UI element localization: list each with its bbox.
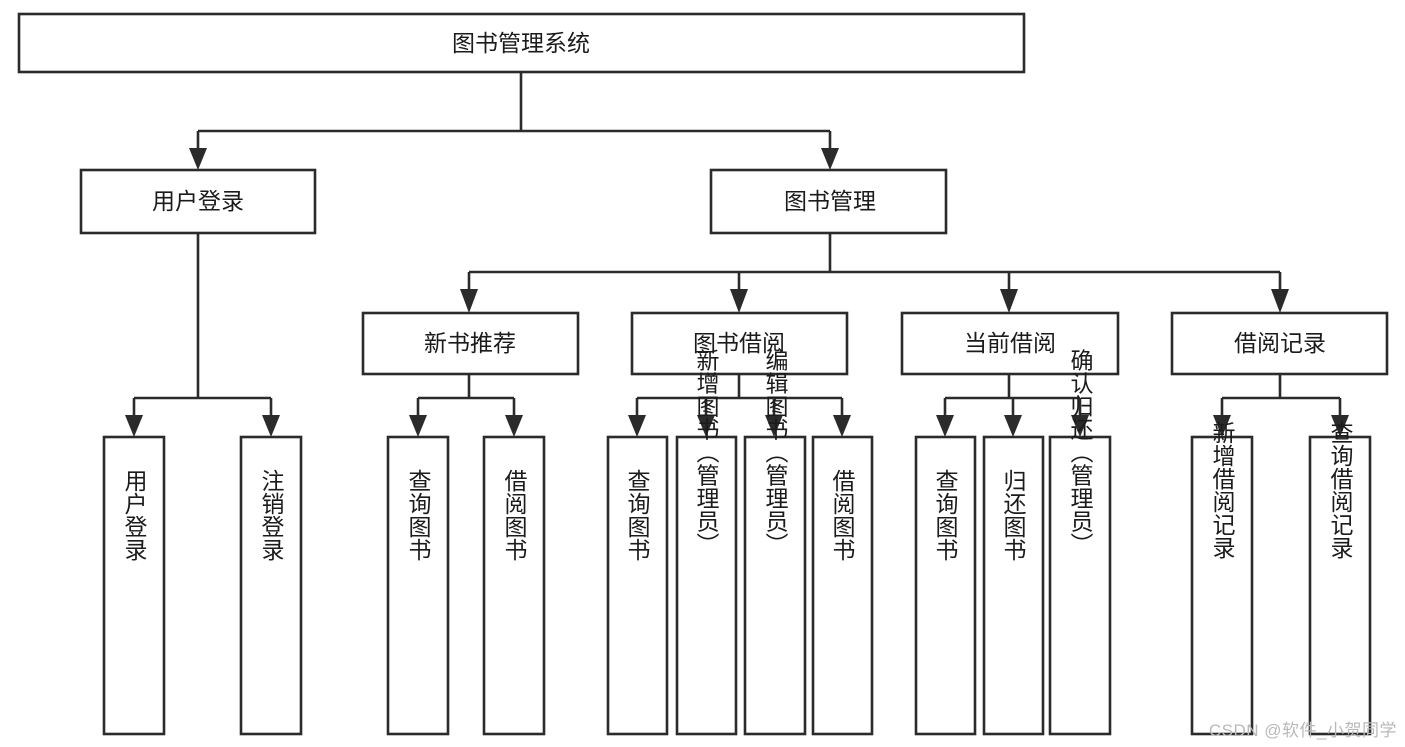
node-root[interactable]: 图书管理系统 [17,12,1026,74]
node-leaf-borrow-book-a-label: 借阅图书 [501,469,528,561]
arrow-to-leaf-borrow-book-b [833,415,851,437]
arrow-to-leaf-borrow-book-a [505,415,523,437]
connector-layer [125,72,1349,437]
arrow-to-leaf-add-book [697,415,715,437]
node-leaf-edit-book[interactable]: 编辑图书（管理员） [743,349,807,736]
node-borrow-record-label: 借阅记录 [1234,330,1326,356]
arrow-to-leaf-confirm-return [1071,415,1089,437]
node-leaf-logout-label: 注销登录 [258,469,285,561]
node-book-manage[interactable]: 图书管理 [709,168,948,235]
node-leaf-query-book-a-label: 查询图书 [405,469,432,561]
arrow-to-borrow-record [1271,289,1289,313]
node-leaf-logout-box[interactable] [239,435,303,736]
node-leaf-query-book-a[interactable]: 查询图书 [386,435,450,736]
node-new-book-rec[interactable]: 新书推荐 [361,311,580,376]
node-leaf-add-record-box[interactable] [1190,435,1254,736]
node-leaf-add-book[interactable]: 新增图书（管理员） [675,349,738,736]
node-root-label: 图书管理系统 [452,30,590,56]
node-leaf-edit-book-label: 编辑图书（管理员） [762,349,789,556]
node-user-login[interactable]: 用户登录 [79,168,317,235]
node-leaf-user-login-label: 用户登录 [121,469,148,561]
arrow-to-leaf-return-book [1004,415,1022,437]
node-leaf-return-book[interactable]: 归还图书 [982,435,1045,736]
node-leaf-query-book-b-box[interactable] [606,435,669,736]
node-book-manage-box[interactable] [709,168,948,235]
node-book-borrow-box[interactable] [630,311,849,376]
arrow-to-leaf-user-login [125,415,143,437]
node-new-book-rec-box[interactable] [361,311,580,376]
arrow-to-leaf-logout [262,415,280,437]
node-user-login-label: 用户登录 [152,188,244,214]
node-book-borrow-label: 图书借阅 [693,330,785,356]
node-leaf-borrow-book-b-box[interactable] [811,435,874,736]
node-leaf-add-record-label: 新增借阅记录 [1209,421,1236,559]
node-root-box[interactable] [17,12,1026,74]
node-leaf-user-login[interactable]: 用户登录 [102,435,166,736]
node-leaf-confirm-return-box[interactable] [1048,435,1112,736]
node-leaf-query-record-box[interactable] [1308,435,1372,736]
arrow-to-current-borrow [1000,289,1018,313]
node-leaf-logout[interactable]: 注销登录 [239,435,303,736]
node-leaf-add-book-box[interactable] [675,435,738,736]
arrow-to-book-manage [821,148,839,170]
node-leaf-query-record-label: 查询借阅记录 [1327,421,1354,559]
arrow-to-book-borrow [730,289,748,313]
arrow-to-leaf-query-book-a [409,415,427,437]
arrow-to-leaf-edit-book [765,415,783,437]
node-leaf-query-record[interactable]: 查询借阅记录 [1308,421,1372,736]
node-leaf-query-book-c-label: 查询图书 [932,469,959,561]
node-borrow-record-box[interactable] [1170,311,1389,376]
node-leaf-query-book-c[interactable]: 查询图书 [914,435,977,736]
arrow-to-user-login [189,148,207,170]
node-leaf-user-login-box[interactable] [102,435,166,736]
node-current-borrow-box[interactable] [900,311,1120,376]
node-leaf-confirm-return-label: 确认归还（管理员） [1067,349,1094,556]
node-book-borrow[interactable]: 图书借阅 [630,311,849,376]
node-leaf-edit-book-box[interactable] [743,435,807,736]
node-user-login-box[interactable] [79,168,317,235]
arrow-to-leaf-add-record [1213,415,1231,437]
node-new-book-rec-label: 新书推荐 [424,330,516,356]
arrow-to-leaf-query-record [1331,415,1349,437]
node-borrow-record[interactable]: 借阅记录 [1170,311,1389,376]
node-leaf-borrow-book-b-label: 借阅图书 [829,469,856,561]
node-leaf-borrow-book-a-box[interactable] [482,435,546,736]
node-leaf-return-book-label: 归还图书 [1000,469,1027,561]
node-leaf-add-record[interactable]: 新增借阅记录 [1190,421,1254,736]
node-leaf-confirm-return[interactable]: 确认归还（管理员） [1048,349,1112,736]
node-leaf-add-book-label: 新增图书（管理员） [693,349,720,556]
node-book-manage-label: 图书管理 [784,188,876,214]
node-leaf-query-book-b-label: 查询图书 [624,469,651,561]
node-leaf-borrow-book-b[interactable]: 借阅图书 [811,435,874,736]
arrow-to-leaf-query-book-c [936,415,954,437]
node-current-borrow[interactable]: 当前借阅 [900,311,1120,376]
node-current-borrow-label: 当前借阅 [964,330,1056,356]
node-leaf-return-book-box[interactable] [982,435,1045,736]
node-leaf-borrow-book-a[interactable]: 借阅图书 [482,435,546,736]
arrow-to-new-book-rec [460,289,478,313]
arrow-to-leaf-query-book-b [628,415,646,437]
node-leaf-query-book-b[interactable]: 查询图书 [606,435,669,736]
node-leaf-query-book-a-box[interactable] [386,435,450,736]
node-leaf-query-book-c-box[interactable] [914,435,977,736]
